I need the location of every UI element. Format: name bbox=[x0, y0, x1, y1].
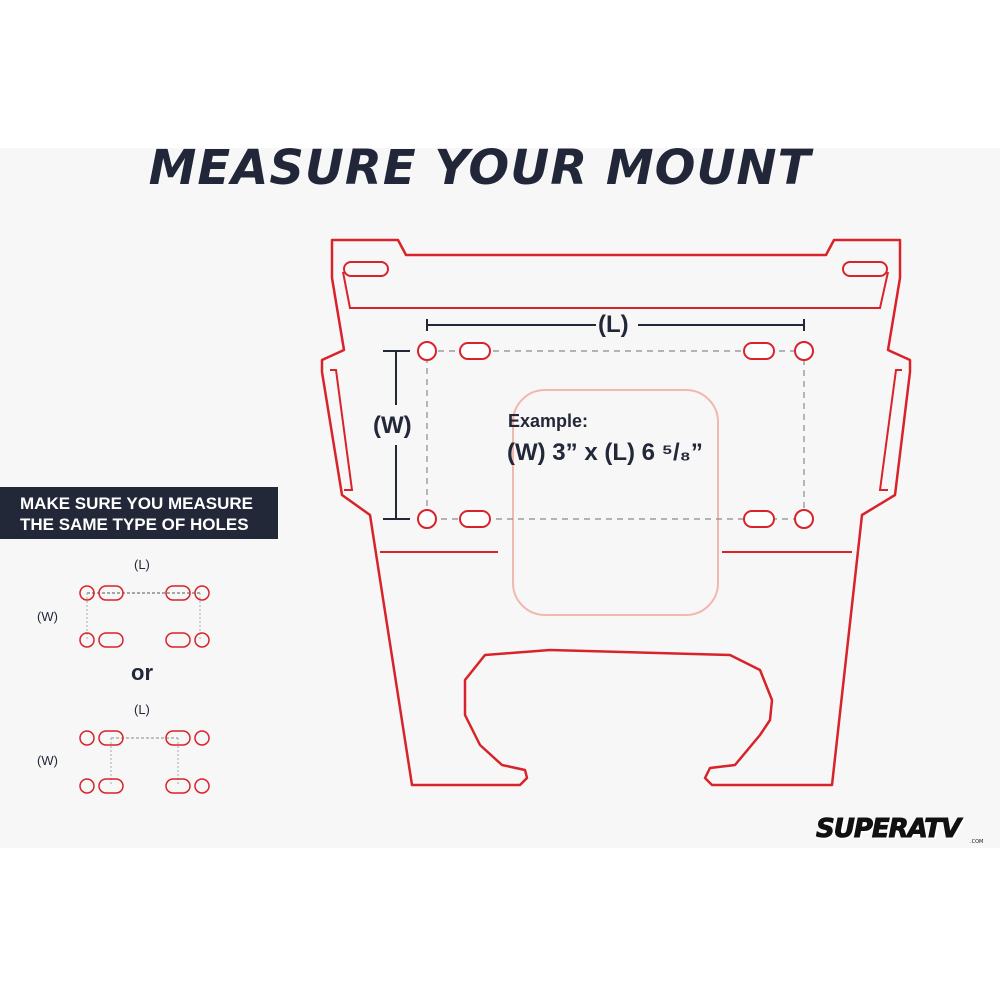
slot-bottom-inner-right bbox=[743, 510, 775, 528]
mount-bend-line-top bbox=[342, 271, 889, 309]
mount-center-cutout bbox=[512, 389, 719, 616]
mount-right-tab bbox=[878, 369, 902, 491]
example-title: Example: bbox=[508, 411, 589, 431]
page-title: MEASURE YOUR MOUNT bbox=[148, 140, 812, 196]
length-label: (L) bbox=[598, 311, 629, 338]
superatv-logo-suffix: .COM bbox=[970, 839, 984, 845]
superatv-logo: SUPERATV bbox=[815, 814, 961, 845]
mini2-width-label: (W) bbox=[37, 753, 58, 768]
hole-bottom-left bbox=[417, 509, 437, 529]
width-dimension-line bbox=[383, 350, 410, 520]
mini-diagram-1 bbox=[79, 585, 210, 648]
mount-plate-outline bbox=[320, 238, 912, 787]
width-label: (W) bbox=[373, 412, 412, 439]
mini1-length-label: (L) bbox=[134, 557, 150, 572]
hole-bottom-right bbox=[794, 509, 814, 529]
mini1-width-label: (W) bbox=[37, 609, 58, 624]
example-value: (W) 3” x (L) 6 ⁵/₈” bbox=[507, 439, 703, 466]
slot-top-right bbox=[842, 261, 888, 277]
notice-line-1: MAKE SURE YOU MEASURE bbox=[20, 494, 253, 513]
or-separator: or bbox=[131, 660, 153, 685]
slot-bottom-inner-left bbox=[459, 510, 491, 528]
mini-diagram-2 bbox=[79, 730, 210, 794]
measurement-rectangle bbox=[426, 350, 805, 520]
mini2-length-label: (L) bbox=[134, 702, 150, 717]
notice-line-2: THE SAME TYPE OF HOLES bbox=[20, 515, 249, 534]
slot-top-inner-right bbox=[743, 342, 775, 360]
length-dimension-line bbox=[426, 319, 805, 331]
slot-top-left bbox=[343, 261, 389, 277]
measure-notice: MAKE SURE YOU MEASURE THE SAME TYPE OF H… bbox=[0, 487, 278, 539]
hole-top-right bbox=[794, 341, 814, 361]
mount-left-tab bbox=[330, 369, 354, 491]
slot-top-inner-left bbox=[459, 342, 491, 360]
mount-holes bbox=[417, 341, 814, 529]
hole-top-left bbox=[417, 341, 437, 361]
